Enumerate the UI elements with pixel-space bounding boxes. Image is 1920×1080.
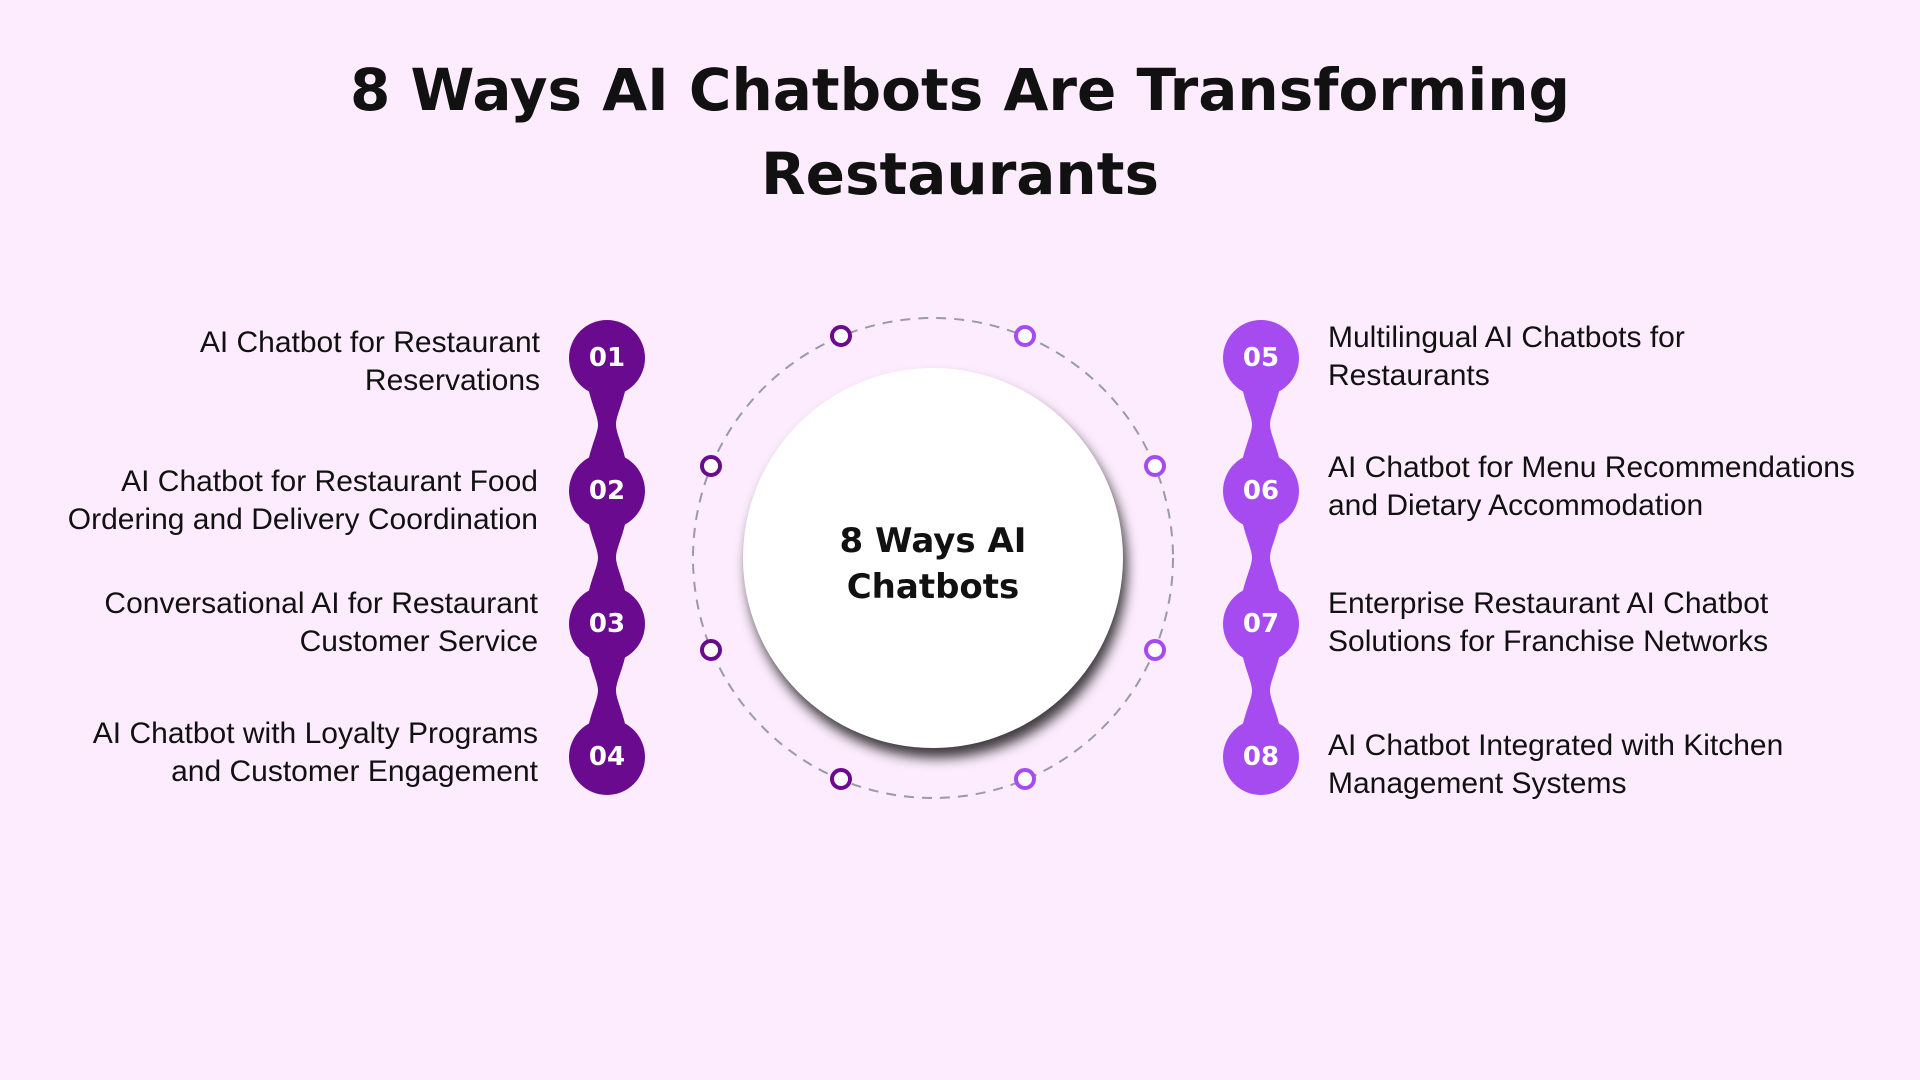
- ring-marker: [1014, 325, 1036, 347]
- badge-01: 01: [588, 343, 626, 373]
- right-chain-badge-circle: [1223, 719, 1299, 795]
- right-number-chain: [1221, 0, 1301, 1080]
- left-chain-badge-circle: [569, 586, 645, 662]
- left-chain-badge-circle: [569, 320, 645, 396]
- ring-marker: [1144, 455, 1166, 477]
- badge-08: 08: [1242, 742, 1280, 772]
- item-08-label: AI Chatbot Integrated with Kitchen Manag…: [1328, 729, 1784, 800]
- ring-marker: [1144, 639, 1166, 661]
- badge-07: 07: [1242, 609, 1280, 639]
- ring-marker: [830, 325, 852, 347]
- badge-05: 05: [1242, 343, 1280, 373]
- badge-06: 06: [1242, 476, 1280, 506]
- item-05-label: Multilingual AI Chatbots for Restaurants: [1328, 321, 1685, 392]
- ring-marker: [700, 455, 722, 477]
- left-number-chain: [567, 0, 647, 1080]
- right-chain-badge-circle: [1223, 320, 1299, 396]
- right-chain-badge-circle: [1223, 586, 1299, 662]
- center-circle: [743, 368, 1123, 748]
- ring-marker: [700, 639, 722, 661]
- center-label: 8 Ways AI Chatbots: [839, 521, 1027, 607]
- page-title: 8 Ways AI Chatbots Are Transforming Rest…: [349, 56, 1571, 208]
- left-chain-badge-circle: [569, 453, 645, 529]
- item-06-label: AI Chatbot for Menu Recommendations and …: [1328, 451, 1855, 522]
- right-chain-badge-circle: [1223, 453, 1299, 529]
- item-03-label: Conversational AI for Restaurant Custome…: [104, 587, 538, 658]
- item-01-label: AI Chatbot for Restaurant Reservations: [199, 326, 540, 397]
- item-04-label: AI Chatbot with Loyalty Programs and Cus…: [92, 717, 538, 788]
- dashed-ring-path: [692, 317, 1174, 799]
- ring-marker: [830, 768, 852, 790]
- item-02-label: AI Chatbot for Restaurant Food Ordering …: [67, 465, 538, 536]
- left-chain-badge-circle: [569, 719, 645, 795]
- ring-marker: [1014, 768, 1036, 790]
- badge-03: 03: [588, 609, 626, 639]
- badge-04: 04: [588, 742, 626, 772]
- item-07-label: Enterprise Restaurant AI Chatbot Solutio…: [1328, 587, 1769, 658]
- badge-02: 02: [588, 476, 626, 506]
